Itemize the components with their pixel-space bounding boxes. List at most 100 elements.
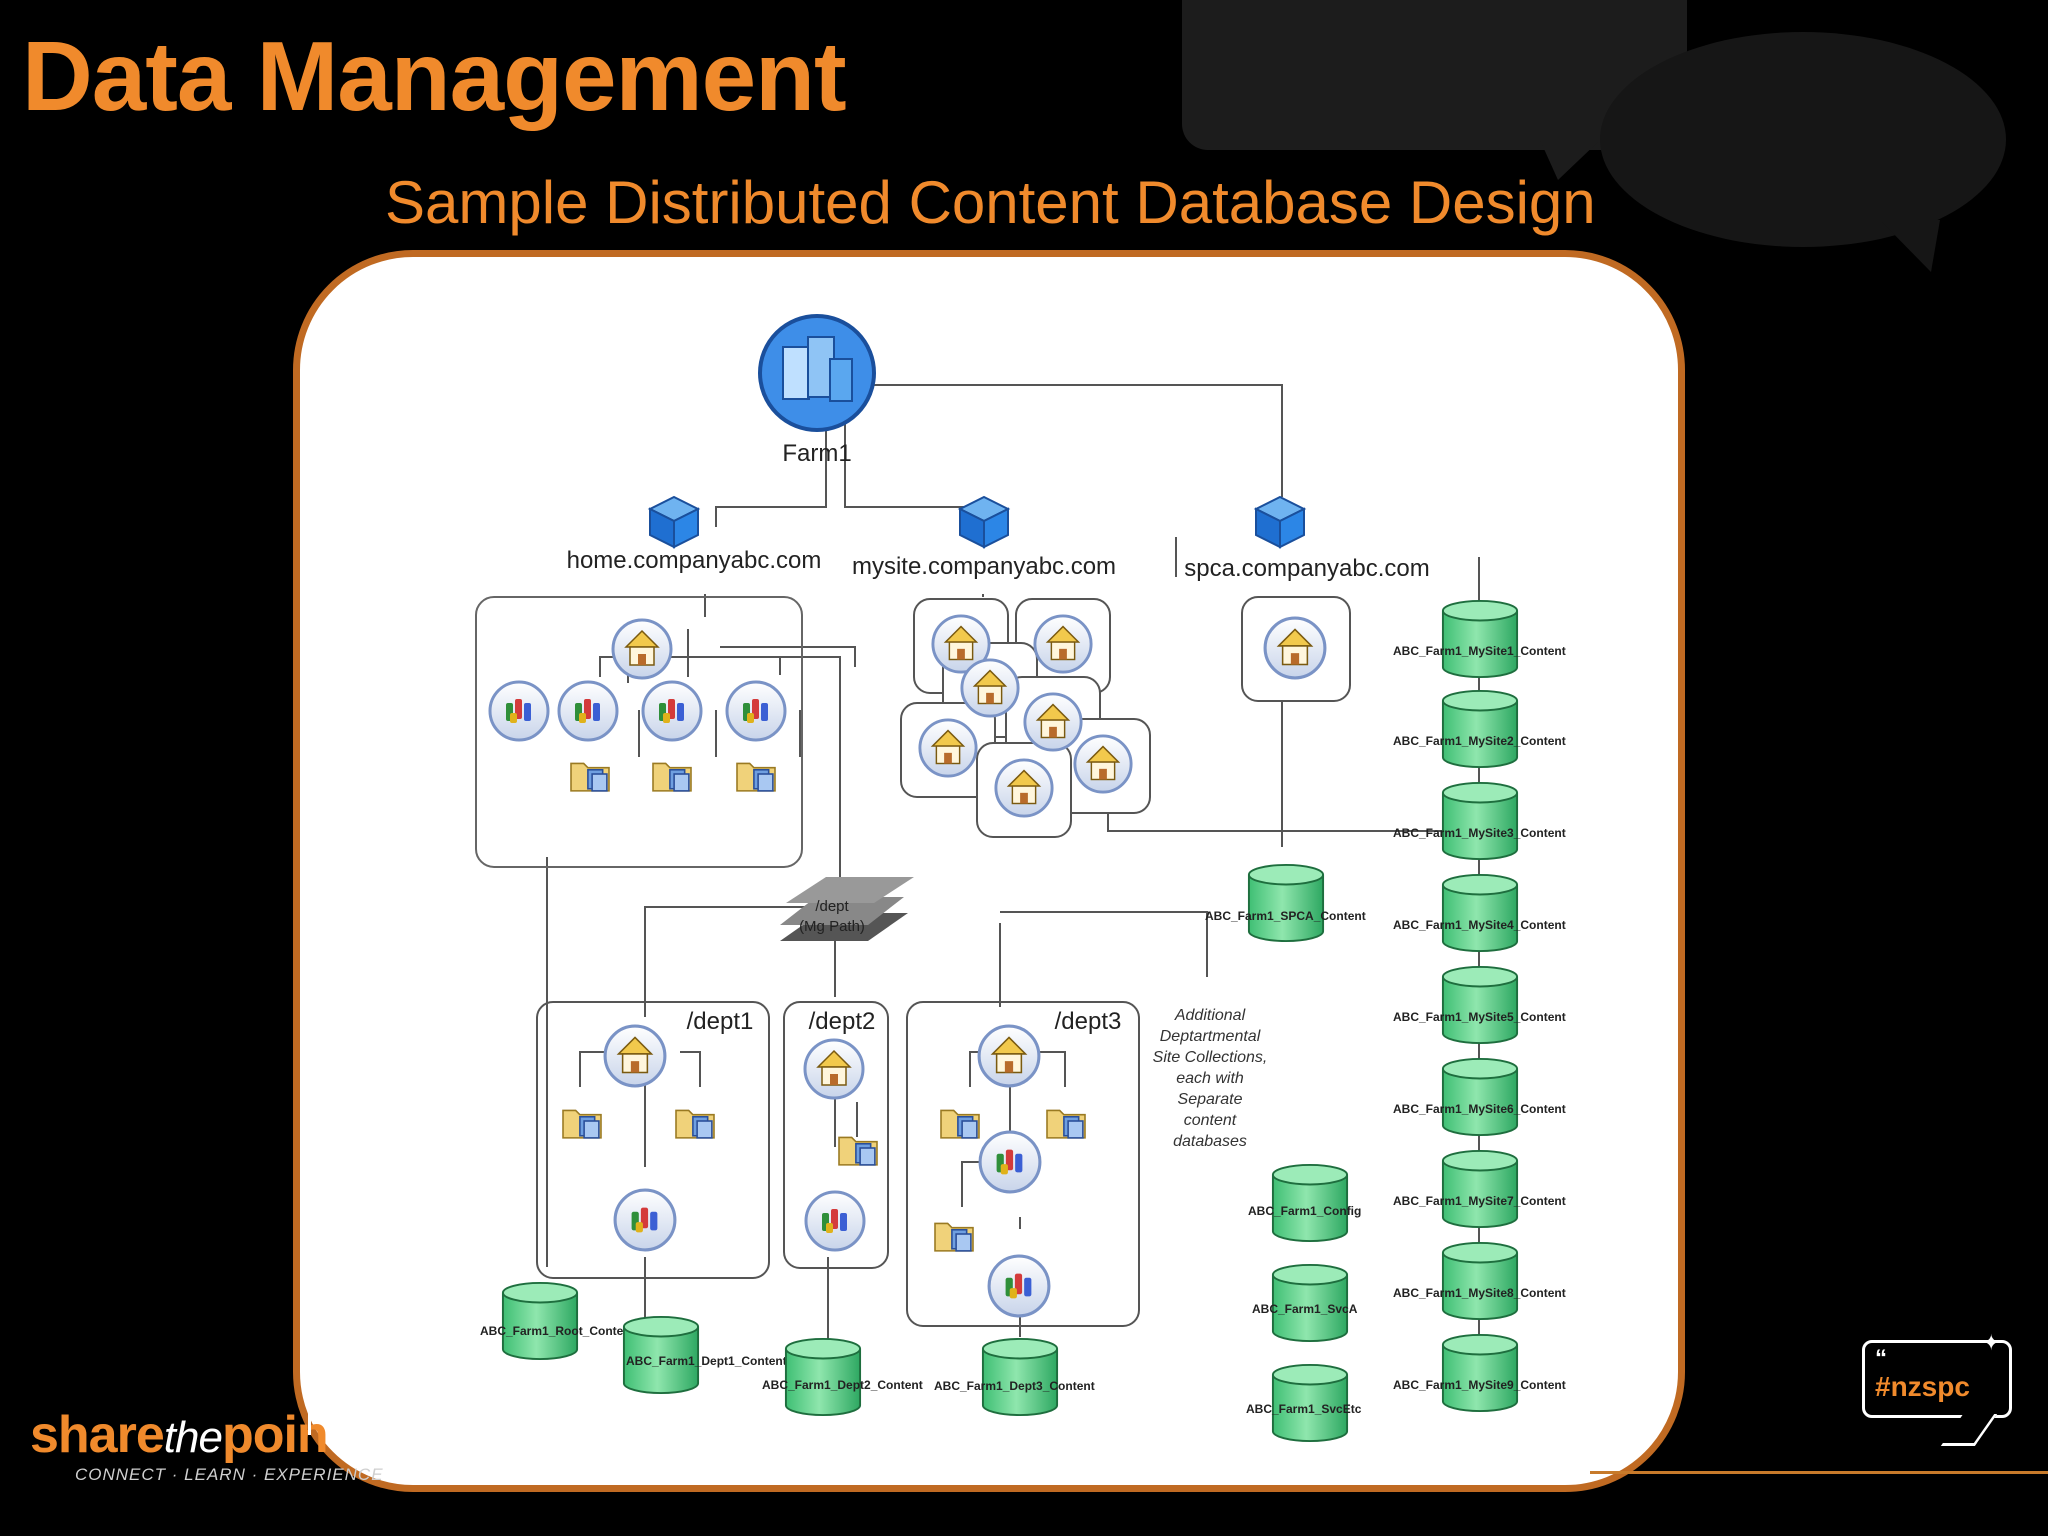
logo-wordmark: sharethepoin [30,1405,384,1465]
database-mysite: ABC_Farm1_MySite8_Content [1393,1241,1566,1321]
subsite-icon [613,1188,677,1252]
database-label: ABC_Farm1_Root_Content [480,1324,635,1338]
database-label: ABC_Farm1_MySite9_Content [1393,1378,1566,1392]
database-dept1: ABC_Farm1_Dept1_Content [622,1315,787,1395]
sharethepoint-logo: sharethepoin CONNECT · LEARN · EXPERIENC… [30,1405,384,1485]
database-icon [1441,1149,1519,1229]
content-databases: ABC_Farm1_Root_Content ABC_Farm1_Dept1_C… [480,599,1566,1443]
web-app-spca-label: spca.companyabc.com [1184,555,1429,582]
web-application-nodes: home.companyabc.com mysite.companyabc.co… [567,496,1430,582]
logo-the: the [163,1413,223,1462]
note-line: Additional [1174,1007,1246,1024]
slide-title: Data Management [22,21,847,131]
database-mysite: ABC_Farm1_MySite2_Content [1393,689,1566,769]
database-label: ABC_Farm1_MySite6_Content [1393,1102,1566,1116]
cube-icon [649,496,699,548]
home-site-icon [1073,734,1133,794]
database-mysite: ABC_Farm1_MySite1_Content [1393,599,1566,679]
database-label: ABC_Farm1_SvcA [1252,1302,1358,1316]
web-app-home-label: home.companyabc.com [567,547,822,574]
database-mysite: ABC_Farm1_MySite4_Content [1393,873,1566,953]
home-site-icon [803,1038,865,1100]
database-icon [1271,1163,1349,1243]
managed-path-node: /dept (Mg Path) [780,877,914,941]
subsite-icon [488,680,550,742]
database-mysite: ABC_Farm1_MySite7_Content [1393,1149,1566,1229]
home-site-icon [1023,692,1083,752]
document-library-icon [1046,1109,1086,1139]
database-label: ABC_Farm1_Config [1248,1204,1361,1218]
logo-tagline: CONNECT · LEARN · EXPERIENCE [75,1465,384,1484]
database-label: ABC_Farm1_MySite8_Content [1393,1286,1566,1300]
subsite-icon [557,680,619,742]
database-icon [981,1337,1059,1417]
mysite-databases: ABC_Farm1_MySite1_Content ABC_Farm1_MySi… [1393,599,1566,1413]
diagram-canvas: Farm1 home.companyabc.com mysite.company… [475,314,1566,1443]
footer-rule [1590,1471,2048,1474]
bird-icon: ✦ [1982,1330,2001,1355]
database-label: ABC_Farm1_MySite5_Content [1393,1010,1566,1024]
document-library-icon [675,1109,715,1139]
subsite-icon [804,1190,866,1252]
farm-label: Farm1 [782,440,851,467]
managed-path-label-line2: (Mg Path) [799,918,865,935]
cube-icon [959,496,1009,548]
home-site-icon [611,618,673,680]
database-dept2: ABC_Farm1_Dept2_Content [762,1337,923,1417]
database-spca: ABC_Farm1_SPCA_Content [1205,863,1366,943]
database-icon [1441,689,1519,769]
dept2-site-collection: /dept2 [783,1001,889,1269]
document-library-icon [652,762,692,792]
document-library-icon [736,762,776,792]
database-icon [1441,1241,1519,1321]
home-site-icon [1033,614,1093,674]
database-dept3: ABC_Farm1_Dept3_Content [934,1337,1095,1417]
database-label: ABC_Farm1_MySite1_Content [1393,644,1566,658]
note-line: content [1184,1112,1237,1129]
home-site-icon [960,658,1020,718]
diagram-panel: Farm1 home.companyabc.com mysite.company… [293,250,1685,1492]
database-root: ABC_Farm1_Root_Content [480,1281,635,1361]
dept3-site-collection: /dept3 [906,1001,1140,1327]
note-line: databases [1173,1133,1247,1150]
database-icon [1441,965,1519,1045]
document-library-icon [562,1109,602,1139]
database-icon [1441,873,1519,953]
home-site-icon [977,1024,1041,1088]
home-site-icon [1263,616,1327,680]
subsite-icon [987,1254,1051,1318]
managed-path-label-line1: /dept [815,898,849,915]
database-icon [501,1281,579,1361]
database-config: ABC_Farm1_Config [1248,1163,1361,1243]
home-site-icon [994,758,1054,818]
database-svca: ABC_Farm1_SvcA [1252,1263,1358,1343]
document-library-icon [940,1109,980,1139]
database-label: ABC_Farm1_MySite3_Content [1393,826,1566,840]
subsite-icon [725,680,787,742]
note-line: each with [1176,1070,1244,1087]
document-library-icon [570,762,610,792]
subsite-icon [641,680,703,742]
dept1-site-collection: /dept1 [536,1001,770,1279]
database-label: ABC_Farm1_SPCA_Content [1205,909,1366,923]
background-speech-bubble-round-tail [1880,220,1940,272]
web-app-mysite-label: mysite.companyabc.com [852,553,1116,580]
database-label: ABC_Farm1_Dept3_Content [934,1379,1095,1393]
note-line: Deptartmental [1160,1028,1261,1045]
logo-speech-bubble-icon [308,1408,341,1435]
nzspc-badge: “ #nzspc [1862,1340,2012,1418]
database-icon [1247,863,1325,943]
database-icon [1441,599,1519,679]
spca-site-collection [1241,596,1351,702]
slide-subtitle: Sample Distributed Content Database Desi… [385,169,1596,236]
home-site-collection [475,596,803,868]
cube-icon [1255,496,1305,548]
document-library-icon [838,1136,878,1166]
dept1-label: /dept1 [687,1008,754,1035]
database-label: ABC_Farm1_Dept1_Content [626,1354,787,1368]
database-label: ABC_Farm1_MySite7_Content [1393,1194,1566,1208]
quote-icon: “ [1875,1345,1887,1372]
background-speech-bubble-round [1600,32,2006,247]
dept2-label: /dept2 [809,1008,876,1035]
database-label: ABC_Farm1_SvcEtc [1246,1402,1362,1416]
